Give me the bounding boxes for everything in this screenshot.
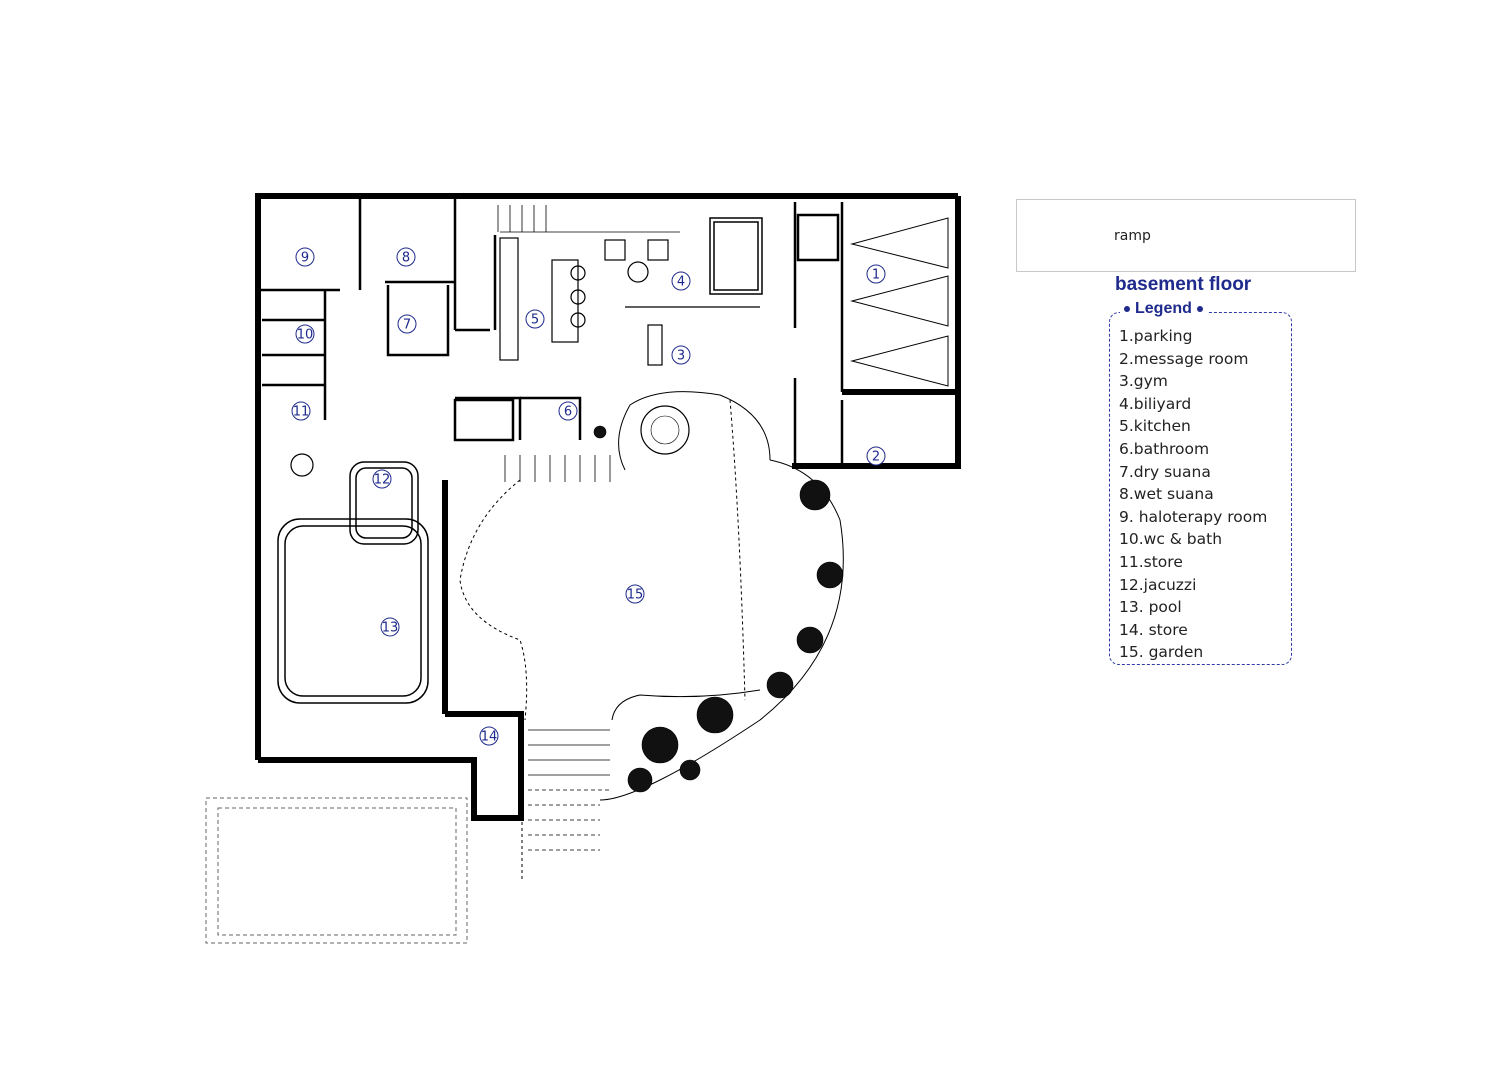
room-number-circle bbox=[479, 726, 499, 746]
room-number-circle bbox=[372, 469, 392, 489]
pool bbox=[277, 461, 429, 704]
billiard-table bbox=[709, 217, 763, 295]
ramp-box: ramp bbox=[1016, 199, 1356, 272]
parking-bays bbox=[850, 217, 949, 387]
legend-item: 3.gym bbox=[1119, 372, 1168, 391]
room-number-label: 12 bbox=[374, 473, 391, 488]
legend-dot-right bbox=[1196, 306, 1203, 312]
legend-item: 11.store bbox=[1119, 552, 1183, 571]
legend-item: 15. garden bbox=[1119, 643, 1204, 662]
legend-item: 10.wc & bath bbox=[1119, 530, 1223, 549]
room-number-circle bbox=[866, 264, 886, 284]
legend-item: 7.dry suana bbox=[1119, 462, 1211, 481]
plants bbox=[593, 405, 844, 793]
room-number-circle bbox=[671, 271, 691, 291]
legend-item: 6.bathroom bbox=[1119, 439, 1210, 458]
legend-title: Legend bbox=[1135, 300, 1192, 317]
legend-item: 2.message room bbox=[1119, 349, 1249, 368]
room-number-label: 6 bbox=[564, 405, 572, 420]
room-number-label: 2 bbox=[872, 450, 880, 465]
stairs bbox=[497, 205, 680, 851]
room-number-circle bbox=[380, 617, 400, 637]
room-number-circle bbox=[671, 345, 691, 365]
legend-item: 12.jacuzzi bbox=[1119, 575, 1197, 594]
room-number-label: 1 bbox=[872, 268, 880, 283]
room-number-circle bbox=[625, 584, 645, 604]
room-number-label: 11 bbox=[293, 405, 310, 420]
room-number-label: 10 bbox=[297, 328, 314, 343]
room-number-label: 5 bbox=[531, 313, 539, 328]
legend-item: 8.wet suana bbox=[1119, 485, 1214, 504]
legend-dot-left bbox=[1124, 306, 1130, 312]
legend-item: 5.kitchen bbox=[1119, 417, 1191, 436]
room-number-label: 15 bbox=[627, 588, 644, 603]
room-number-label: 4 bbox=[677, 275, 685, 290]
kitchen bbox=[290, 237, 760, 477]
room-number-circle bbox=[866, 446, 886, 466]
room-number-circle bbox=[295, 247, 315, 267]
room-number-label: 3 bbox=[677, 349, 685, 364]
room-number-circle bbox=[295, 324, 315, 344]
room-number-circle bbox=[291, 401, 311, 421]
interior-walls bbox=[258, 196, 844, 466]
room-number-circle bbox=[525, 309, 545, 329]
room-number-label: 8 bbox=[402, 251, 410, 266]
ramp-label: ramp bbox=[1114, 228, 1151, 244]
room-number-circle bbox=[396, 247, 416, 267]
room-number-label: 14 bbox=[481, 730, 498, 745]
room-number-circle bbox=[397, 314, 417, 334]
legend-item: 1.parking bbox=[1119, 327, 1193, 345]
legend-item: 4.biliyard bbox=[1119, 394, 1192, 413]
room-number-label: 7 bbox=[403, 318, 411, 333]
legend-item: 13. pool bbox=[1119, 598, 1182, 617]
outdoor-outline bbox=[205, 797, 468, 944]
garden-paths bbox=[459, 391, 844, 880]
legend-item: 9. haloterapy room bbox=[1119, 507, 1268, 526]
room-number-label: 9 bbox=[301, 251, 309, 266]
outer-walls bbox=[255, 193, 961, 821]
legend-list: 1.parking 2.message room 3.gym 4.biliyard 5.… bbox=[1119, 325, 1267, 664]
legend-header: Legend bbox=[1120, 300, 1207, 318]
legend-item: 14. store bbox=[1119, 620, 1188, 639]
floor-title: basement floor bbox=[1115, 274, 1252, 295]
room-number-label: 13 bbox=[382, 621, 399, 636]
room-number-circle bbox=[558, 401, 578, 421]
